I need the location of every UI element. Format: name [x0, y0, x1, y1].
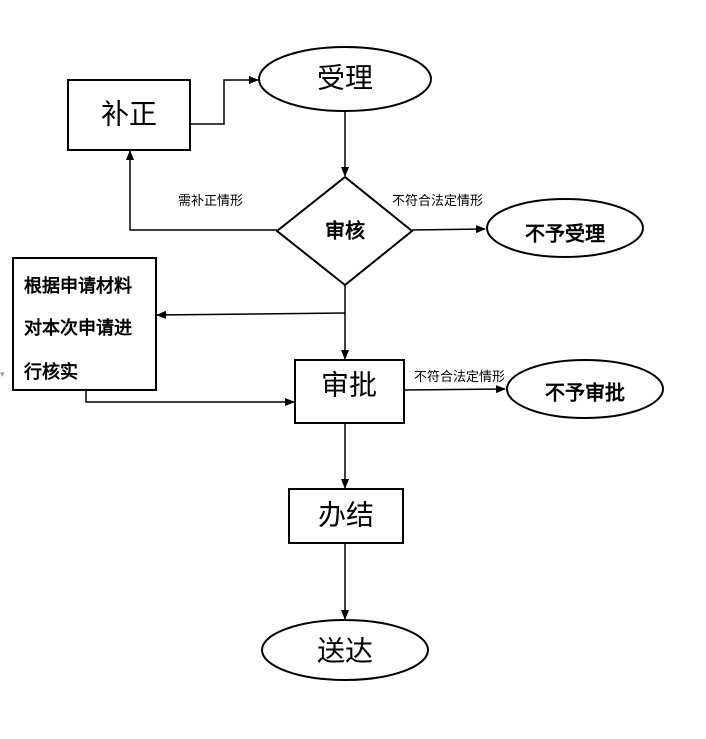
- edge-label-need-correction: 需补正情形: [178, 194, 243, 209]
- node-buyu-shouli-ellipse: [486, 198, 644, 258]
- node-shouli-label: 受理: [317, 62, 373, 95]
- edge-label-not-legal-shenpi: 不符合法定情形: [414, 369, 505, 385]
- edge-shenpi-to-buyu-shenpi: [403, 385, 506, 394]
- node-shenhe-label: 审核: [325, 219, 365, 243]
- node-hecha-line3: 行核实: [23, 361, 78, 383]
- node-shenpi-box: [294, 359, 405, 424]
- node-shenhe-diamond: [275, 175, 414, 287]
- left-edge-marker-icon: ▾: [0, 370, 5, 380]
- edge-shenhe-to-buzheng: [126, 150, 277, 231]
- node-shouli-ellipse: [258, 46, 432, 112]
- node-hecha-box: [12, 257, 157, 391]
- node-songda-label: 送达: [317, 635, 373, 668]
- node-shenpi-label: 审批: [321, 369, 377, 402]
- node-hecha-line1: 根据申请材料: [24, 275, 132, 297]
- node-buzheng-label: 补正: [101, 98, 157, 131]
- node-buyu-shenpi-ellipse: [506, 359, 664, 419]
- node-banjie-box: [288, 488, 404, 544]
- node-buyu-shenpi-label: 不予审批: [545, 381, 625, 405]
- node-buyu-shouli-label: 不予受理: [525, 222, 605, 246]
- edge-shenhe-to-buyu-shouli: [411, 225, 486, 234]
- edge-label-not-legal-shenhe: 不符合法定情形: [392, 193, 483, 209]
- node-hecha-line2: 对本次申请进: [24, 317, 132, 339]
- node-buzheng-box: [67, 79, 191, 151]
- node-songda-ellipse: [261, 619, 429, 681]
- edge-buzheng-to-shouli: [190, 76, 259, 125]
- edge-branch-to-hecha: [156, 310, 346, 319]
- edge-hecha-to-shenpi: [85, 390, 295, 406]
- node-banjie-label: 办结: [318, 499, 374, 532]
